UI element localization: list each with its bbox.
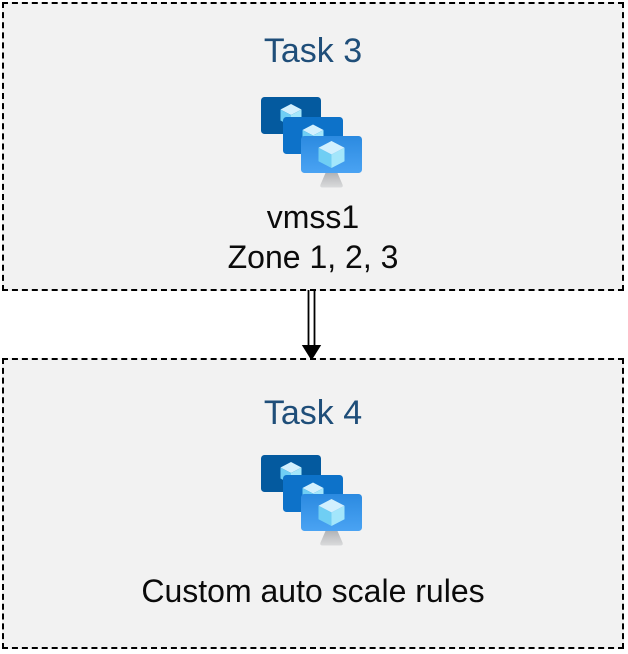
autoscale-label: Custom auto scale rules bbox=[141, 573, 485, 609]
task-box-labels: Custom auto scale rules bbox=[141, 571, 484, 611]
vm-scale-sets-icon bbox=[261, 97, 362, 188]
task-box-3: Task 3 vmss1 Zone 1, 2, 3 bbox=[2, 2, 624, 291]
task-box-title: Task 3 bbox=[263, 32, 363, 70]
task-box-4: Task 4 Custom auto scale rules bbox=[2, 358, 624, 649]
down-arrow-connector bbox=[301, 290, 322, 361]
task-box-labels: vmss1 Zone 1, 2, 3 bbox=[228, 197, 399, 277]
task-box-title: Task 4 bbox=[263, 394, 363, 432]
zones-label: Zone 1, 2, 3 bbox=[227, 239, 399, 275]
vm-scale-sets-icon bbox=[261, 455, 362, 546]
vmss-name-label: vmss1 bbox=[266, 199, 360, 235]
